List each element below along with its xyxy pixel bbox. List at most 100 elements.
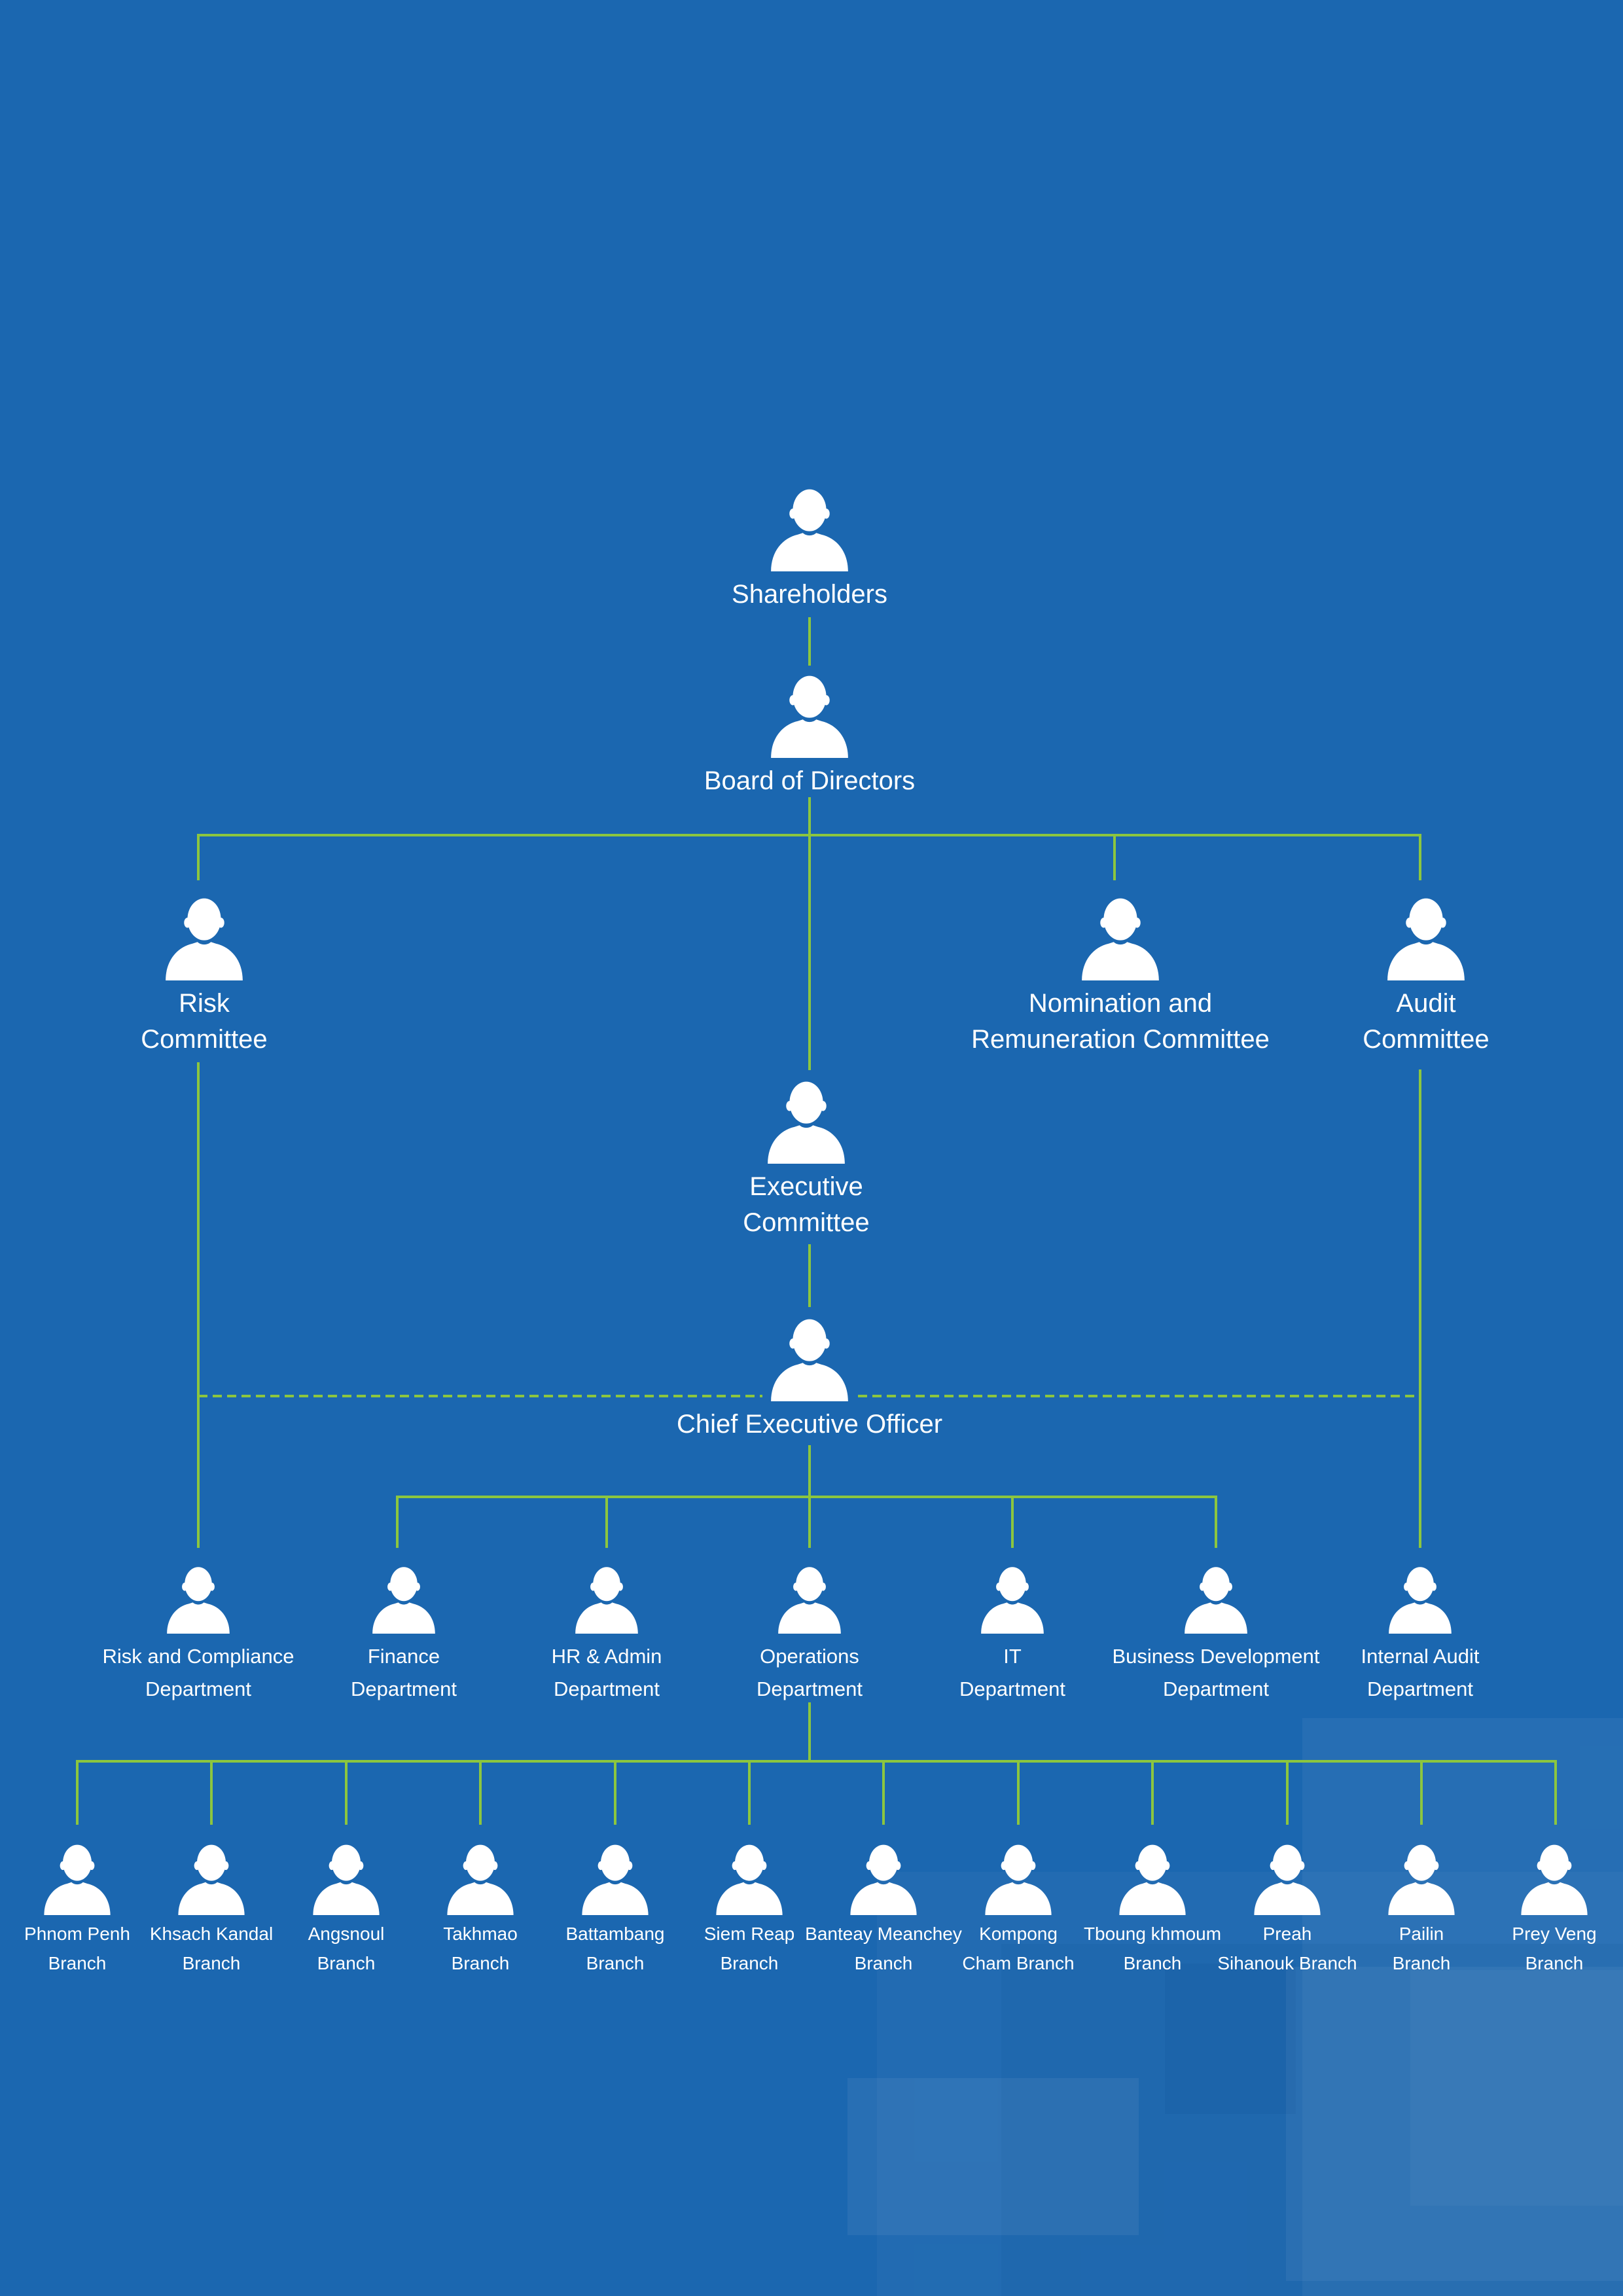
node-label: Shareholders [732, 577, 887, 613]
label-line: Takhmao [443, 1924, 518, 1945]
person-silhouette-icon [850, 1844, 917, 1916]
label-line: Branch [1392, 1953, 1451, 1974]
person-silhouette-icon [178, 1844, 245, 1916]
label-line: Sihanouk Branch [1217, 1953, 1357, 1974]
label-line: Internal Audit [1361, 1645, 1480, 1668]
label-line: IT [1003, 1645, 1022, 1668]
label-line: Branch [48, 1953, 107, 1974]
label-line: Committee [743, 1208, 870, 1238]
label-line: Chief Executive Officer [676, 1410, 943, 1439]
person-silhouette-icon [768, 1081, 845, 1164]
connector-branch-drops [76, 1760, 1557, 1825]
person-silhouette-icon [771, 675, 848, 759]
label-line: Finance [367, 1645, 440, 1668]
label-line: Executive [749, 1172, 863, 1202]
label-line: Kompong [979, 1924, 1058, 1945]
person-silhouette-icon [981, 1567, 1044, 1634]
person-silhouette-icon [778, 1567, 841, 1634]
node-it-department: IT Department [914, 1563, 1111, 1706]
person-silhouette-icon [582, 1844, 649, 1916]
label-line: Banteay Meanchey [805, 1924, 962, 1945]
label-line: Department [757, 1677, 863, 1701]
person-silhouette-icon [1185, 1567, 1247, 1634]
label-line: Board of Directors [704, 766, 916, 796]
label-line: Committee [141, 1025, 268, 1054]
label-line: Nomination and [1028, 989, 1213, 1018]
label-line: Preah [1262, 1924, 1312, 1945]
label-line: Branch [451, 1953, 510, 1974]
label-line: Branch [586, 1953, 645, 1974]
person-silhouette-icon [1254, 1844, 1321, 1916]
person-silhouette-icon [985, 1844, 1052, 1916]
node-label: Board of Directors [704, 763, 915, 799]
label-line: Department [1163, 1677, 1269, 1701]
label-line: Branch [1123, 1953, 1182, 1974]
person-silhouette-icon [1389, 1567, 1452, 1634]
label-line: Operations [760, 1645, 859, 1668]
node-label: Chief Executive Officer [677, 1407, 942, 1443]
person-silhouette-icon [771, 1319, 848, 1402]
person-silhouette-icon [372, 1567, 435, 1634]
label-line: Branch [854, 1953, 913, 1974]
label-line: Khsach Kandal [149, 1924, 274, 1945]
person-silhouette-icon [1082, 898, 1159, 981]
label-line: Cham Branch [962, 1953, 1075, 1974]
person-silhouette-icon [771, 489, 848, 572]
label-line: Pailin [1399, 1924, 1444, 1945]
person-silhouette-icon [447, 1844, 514, 1916]
label-line: Department [554, 1677, 660, 1701]
label-line: Prey Veng [1512, 1924, 1597, 1945]
label-line: Battambang [565, 1924, 665, 1945]
label-line: Department [959, 1677, 1065, 1701]
label-line: Business Development [1112, 1645, 1320, 1668]
person-silhouette-icon [1388, 1844, 1455, 1916]
person-silhouette-icon [1119, 1844, 1186, 1916]
label-line: Audit [1396, 989, 1456, 1018]
person-silhouette-icon [44, 1844, 111, 1916]
person-silhouette-icon [575, 1567, 638, 1634]
node-board-of-directors: Board of Directors [613, 671, 1006, 799]
label-line: Department [145, 1677, 251, 1701]
label-line: Remuneration Committee [971, 1025, 1270, 1054]
label-line: Risk and Compliance [102, 1645, 294, 1668]
label-line: Angsnoul [308, 1924, 385, 1945]
person-silhouette-icon [1387, 898, 1465, 981]
